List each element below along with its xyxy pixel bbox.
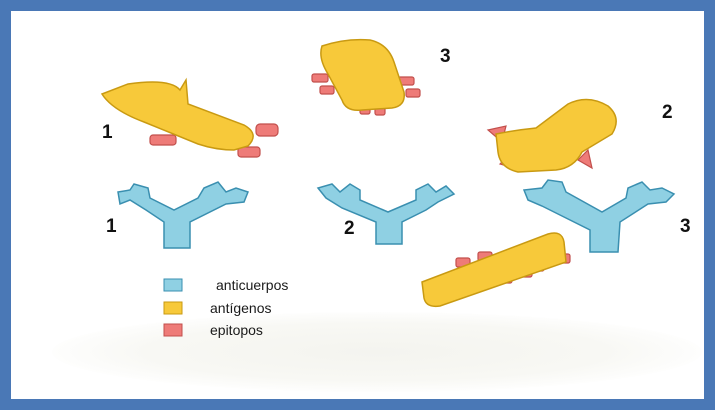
antibody-1	[118, 182, 248, 248]
antibody-number-1: 1	[106, 216, 117, 237]
epitope	[320, 86, 334, 94]
epitope	[312, 74, 328, 82]
antigen-2	[488, 99, 616, 172]
legend-swatch-antigenos	[164, 302, 182, 314]
antigen-number-1: 1	[102, 122, 113, 143]
antigen-body	[496, 99, 616, 172]
antibody-number-2: 2	[344, 218, 355, 239]
antigen-4	[422, 233, 570, 306]
epitope	[406, 89, 420, 97]
antigen-3	[312, 40, 420, 115]
legend: anticuerpos antígenos epitopos	[164, 277, 288, 338]
antigen-number-2: 2	[662, 102, 673, 123]
legend-label-epitopos: epitopos	[210, 322, 263, 338]
antigen-number-3: 3	[440, 46, 451, 67]
antibody-number-3: 3	[680, 216, 691, 237]
legend-swatch-anticuerpos	[164, 279, 182, 291]
antigen-body	[321, 40, 404, 111]
antigen-body	[102, 80, 253, 150]
antigen-body	[422, 233, 566, 306]
diagram-canvas: 1 3 2 1 2 3 anticuerpos antígenos epitop…	[22, 22, 715, 410]
antigen-antibody-diagram: 1 3 2 1 2 3 anticuerpos antígenos epitop…	[22, 22, 715, 410]
antibody-2	[318, 184, 454, 244]
legend-label-antigenos: antígenos	[210, 300, 272, 316]
antigen-1	[102, 80, 278, 157]
epitope	[150, 135, 176, 145]
legend-swatch-epitopos	[164, 324, 182, 336]
legend-label-anticuerpos: anticuerpos	[216, 277, 288, 293]
epitope	[256, 124, 278, 136]
